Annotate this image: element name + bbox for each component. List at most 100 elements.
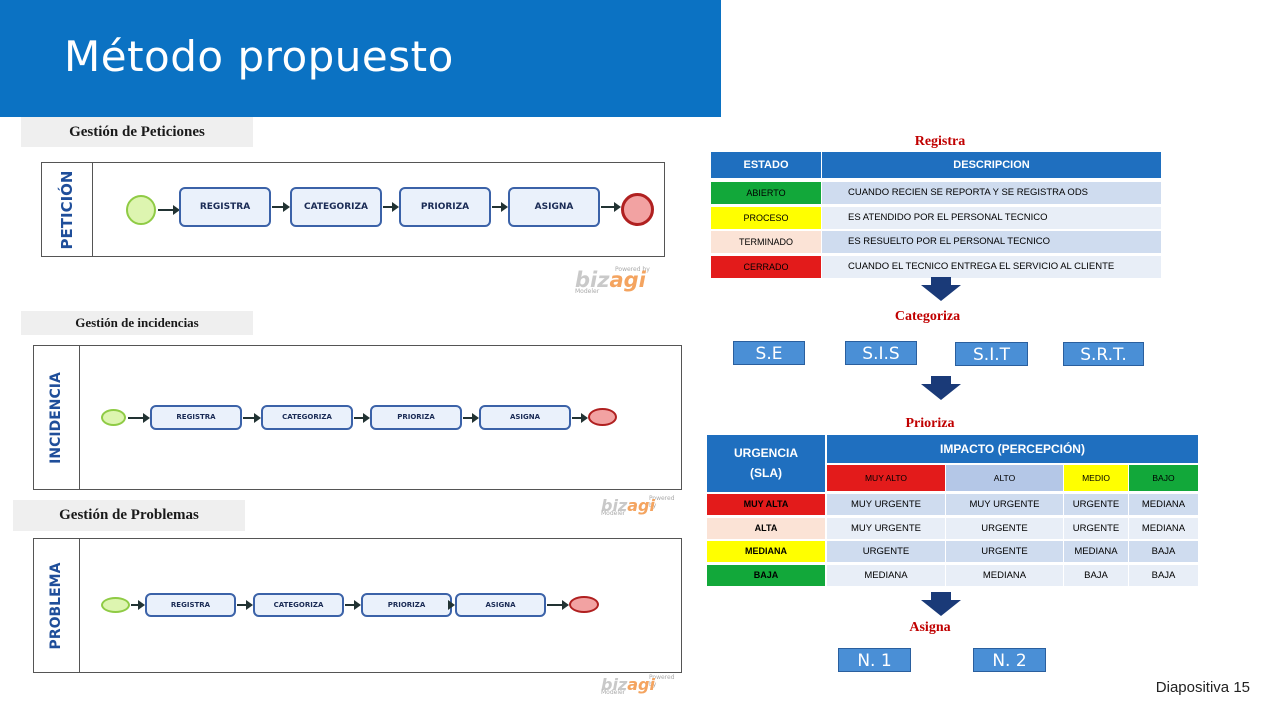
level-box-n2: N. 2 <box>973 648 1046 672</box>
flow-label-prioriza: Prioriza <box>905 416 955 431</box>
bizagi-logo: Powered by bizagi Modeler <box>575 266 665 296</box>
flow-label-asigna: Asigna <box>909 620 951 635</box>
logo-wordmark: bizagi <box>601 496 655 515</box>
bpmn-pool-peticion: PETICIÓN REGISTRA CATEGORIZA PRIORIZA AS… <box>41 162 665 257</box>
urgency-row-label: MEDIANA <box>707 541 825 562</box>
priority-cell: URGENTE <box>946 541 1063 562</box>
end-event <box>621 193 654 226</box>
priority-cell: MEDIANA <box>1129 494 1198 515</box>
bpmn-pool-incidencia: INCIDENCIA REGISTRA CATEGORIZA PRIORIZA … <box>33 345 682 490</box>
urgency-row-label: ALTA <box>707 517 825 539</box>
priority-cell: URGENTE <box>946 517 1063 539</box>
logo-sub-text: Modeler <box>601 510 626 517</box>
sequence-flow <box>463 413 479 423</box>
priority-cell: MUY URGENTE <box>827 517 945 539</box>
sequence-flow <box>243 413 261 423</box>
logo-powered-text: Powered by <box>649 674 675 688</box>
sequence-flow <box>237 600 253 610</box>
task-asigna: ASIGNA <box>508 187 600 227</box>
section-label-incidencias: Gestión de incidencias <box>21 311 253 335</box>
lane-header: INCIDENCIA <box>34 346 80 489</box>
corner-header: URGENCIA (SLA) <box>707 435 825 492</box>
prioriza-matrix: URGENCIA (SLA) IMPACTO (PERCEPCIÓN) MUY … <box>707 435 1198 587</box>
category-box-sis: S.I.S <box>845 341 917 365</box>
task-prioriza: PRIORIZA <box>361 593 452 617</box>
down-arrow-icon <box>921 277 961 301</box>
task-categoriza: CATEGORIZA <box>290 187 382 227</box>
title-bar <box>0 0 721 117</box>
slide-title: Método propuesto <box>64 32 454 81</box>
logo-wordmark: bizagi <box>601 675 655 694</box>
sequence-flow <box>601 202 621 212</box>
urgency-row-label: BAJA <box>707 564 825 586</box>
estado-cell: ABIERTO <box>711 182 821 204</box>
lane-header: PROBLEMA <box>34 539 80 672</box>
priority-cell: URGENTE <box>827 541 945 562</box>
logo-sub-text: Modeler <box>601 689 626 696</box>
sequence-flow <box>383 202 399 212</box>
impact-column-header: MUY ALTO <box>827 465 945 491</box>
estado-cell: PROCESO <box>711 206 821 229</box>
descripcion-cell: CUANDO EL TECNICO ENTREGA EL SERVICIO AL… <box>822 255 1161 278</box>
header-estado: ESTADO <box>711 152 821 178</box>
corner-label-sla: (SLA) <box>750 466 782 480</box>
task-categoriza: CATEGORIZA <box>261 405 353 430</box>
priority-cell: MEDIANA <box>1064 541 1128 562</box>
logo-wordmark: bizagi <box>575 268 646 292</box>
task-prioriza: PRIORIZA <box>370 405 462 430</box>
priority-cell: MEDIANA <box>827 564 945 586</box>
priority-cell: MEDIANA <box>946 564 1063 586</box>
lane-header: PETICIÓN <box>42 163 93 256</box>
descripcion-cell: CUANDO RECIEN SE REPORTA Y SE REGISTRA O… <box>822 182 1161 204</box>
down-arrow-icon <box>921 592 961 616</box>
task-prioriza: PRIORIZA <box>399 187 491 227</box>
sequence-flow <box>547 600 569 610</box>
priority-cell: MUY URGENTE <box>946 494 1063 515</box>
task-registra: REGISTRA <box>150 405 242 430</box>
bizagi-logo: Powered by bizagi Modeler <box>601 674 681 697</box>
flow-label-categoriza: Categoriza <box>894 309 961 324</box>
section-label-peticiones: Gestión de Peticiones <box>21 117 253 147</box>
logo-powered-text: Powered by <box>615 266 650 273</box>
logo-powered-text: Powered by <box>649 495 675 509</box>
sequence-flow <box>572 413 588 423</box>
header-descripcion: DESCRIPCION <box>822 152 1161 178</box>
impact-column-header: ALTO <box>946 465 1063 491</box>
sequence-flow <box>345 600 361 610</box>
lane-label: PROBLEMA <box>48 562 64 650</box>
priority-cell: BAJA <box>1129 564 1198 586</box>
priority-cell: URGENTE <box>1064 494 1128 515</box>
bpmn-pool-problema: PROBLEMA REGISTRA CATEGORIZA PRIORIZA AS… <box>33 538 682 673</box>
sequence-flow <box>354 413 370 423</box>
task-asigna: ASIGNA <box>455 593 546 617</box>
slide-number: Diapositiva 15 <box>1155 679 1250 696</box>
priority-cell: BAJA <box>1064 564 1128 586</box>
descripcion-cell: ES ATENDIDO POR EL PERSONAL TECNICO <box>822 206 1161 229</box>
corner-label-urgencia: URGENCIA <box>733 446 798 460</box>
impact-column-header: BAJO <box>1129 465 1198 491</box>
start-event <box>126 195 156 225</box>
lane-label: PETICIÓN <box>58 170 76 250</box>
end-event <box>588 408 617 426</box>
start-event <box>101 409 126 426</box>
logo-sub-text: Modeler <box>575 288 600 295</box>
sequence-flow <box>128 413 150 423</box>
flow-label-registra: Registra <box>914 134 966 149</box>
sequence-flow <box>492 202 508 212</box>
sequence-flow <box>131 600 145 610</box>
category-box-sit: S.I.T <box>955 342 1028 366</box>
impact-header: IMPACTO (PERCEPCIÓN) <box>827 435 1198 463</box>
priority-cell: BAJA <box>1129 541 1198 562</box>
bizagi-logo: Powered by bizagi Modeler <box>601 495 681 518</box>
descripcion-cell: ES RESUELTO POR EL PERSONAL TECNICO <box>822 231 1161 253</box>
priority-cell: MEDIANA <box>1129 517 1198 539</box>
estado-cell: CERRADO <box>711 255 821 278</box>
urgency-row-label: MUY ALTA <box>707 494 825 515</box>
level-box-n1: N. 1 <box>838 648 911 672</box>
end-event <box>569 596 599 613</box>
category-box-se: S.E <box>733 341 805 365</box>
section-label-problemas: Gestión de Problemas <box>13 500 245 531</box>
start-event <box>101 597 130 613</box>
priority-cell: MUY URGENTE <box>827 494 945 515</box>
